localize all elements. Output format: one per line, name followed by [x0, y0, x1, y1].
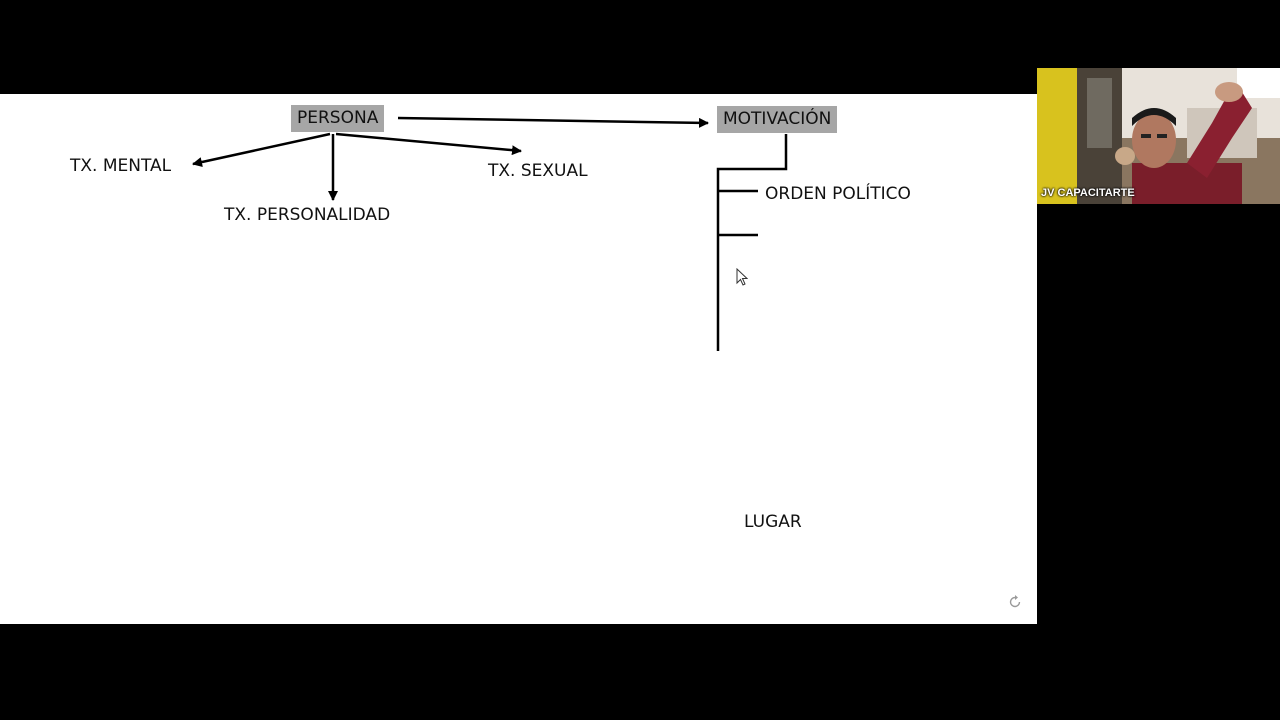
- arrow-persona-to-tx-mental: [192, 132, 331, 167]
- node-lugar: LUGAR: [744, 512, 802, 532]
- arrow-persona-to-tx-sexual: [335, 132, 522, 156]
- participant-video-feed: [1037, 68, 1280, 204]
- node-tx-mental: TX. MENTAL: [70, 156, 172, 176]
- arrow-persona-to-motivacion: [397, 116, 709, 128]
- participant-video-tile[interactable]: JV CAPACITARTE: [1037, 68, 1280, 204]
- whiteboard[interactable]: PERSONA MOTIVACIÓN TX. MENTAL TX. PERSON…: [0, 94, 1037, 624]
- participant-name: JV CAPACITARTE: [1041, 187, 1135, 199]
- bracket-motivacion: [716, 134, 788, 351]
- node-persona: PERSONA: [291, 105, 385, 132]
- node-tx-personalidad: TX. PERSONALIDAD: [224, 205, 391, 225]
- node-tx-sexual: TX. SEXUAL: [488, 161, 588, 181]
- node-motivacion: MOTIVACIÓN: [717, 106, 838, 133]
- node-orden-politico: ORDEN POLÍTICO: [765, 184, 911, 204]
- refresh-icon[interactable]: [1007, 594, 1023, 610]
- whiteboard-strokes: [192, 116, 788, 351]
- mouse-pointer-icon: [736, 268, 748, 286]
